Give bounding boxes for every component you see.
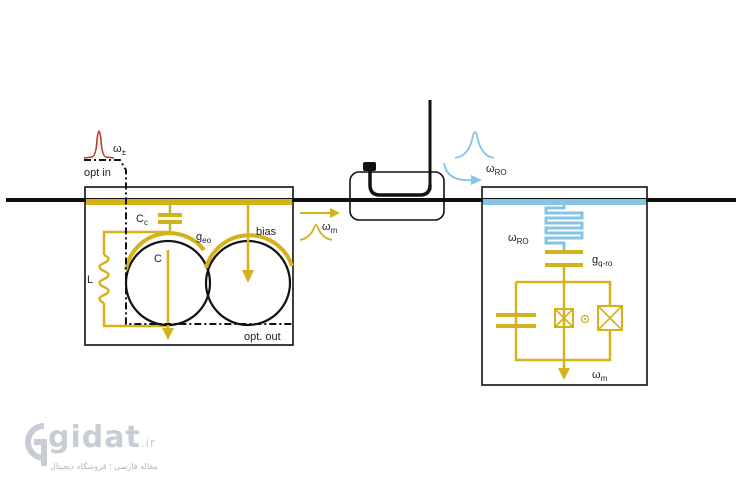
readout-resonator-meander	[544, 202, 584, 250]
qubit-arrow-head	[558, 368, 570, 380]
label-opt-out: opt. out	[244, 331, 281, 343]
readout-pulse-icon	[454, 131, 495, 159]
qubit-circuit-frame	[514, 280, 612, 362]
omega-m-arrow-head	[330, 208, 340, 218]
watermark-tagline: مقاله فارسی ؛ فروشگاه دیجیتال	[50, 462, 158, 471]
readout-arrow-curve	[443, 162, 473, 182]
label-geo: geo	[196, 231, 212, 245]
label-cc: Cc	[136, 213, 148, 227]
label-c: C	[154, 253, 162, 265]
optical-path	[84, 159, 294, 325]
flux-symbol-icon	[580, 314, 590, 324]
optical-pulse-icon	[83, 130, 115, 159]
lc-wire	[102, 230, 170, 255]
label-omega-ro-box: ωRO	[508, 232, 529, 246]
c-arrow-head	[162, 328, 174, 340]
bias-arrow-head	[242, 270, 254, 283]
coupler-loop	[368, 168, 432, 197]
qubit-box	[481, 186, 648, 386]
watermark-name: gidat.ir	[48, 420, 156, 455]
inductor-l	[98, 253, 110, 305]
coupler-terminal	[363, 162, 376, 171]
watermark-logo-icon	[25, 423, 47, 466]
omega-m-pulse-icon	[299, 224, 333, 241]
label-omega-ro-top: ωRO	[486, 163, 507, 177]
label-bias: bias	[256, 226, 277, 238]
label-omega-pm: ω±	[113, 143, 127, 157]
label-omega-m-right: ωm	[592, 369, 608, 383]
label-gqro: gq-ro	[592, 254, 613, 268]
electrode-arc-left	[124, 231, 206, 271]
lc-wire-bottom	[102, 303, 168, 328]
coupler-box	[349, 171, 445, 221]
readout-arrow-head	[471, 175, 482, 185]
junction-cross-right	[597, 305, 623, 331]
flux-symbol-dot	[584, 318, 586, 320]
electro-optic-box	[84, 186, 294, 346]
label-l: L	[87, 274, 93, 286]
label-omega-m-mid: ωm	[322, 221, 338, 235]
label-opt-in: opt in	[84, 167, 111, 179]
